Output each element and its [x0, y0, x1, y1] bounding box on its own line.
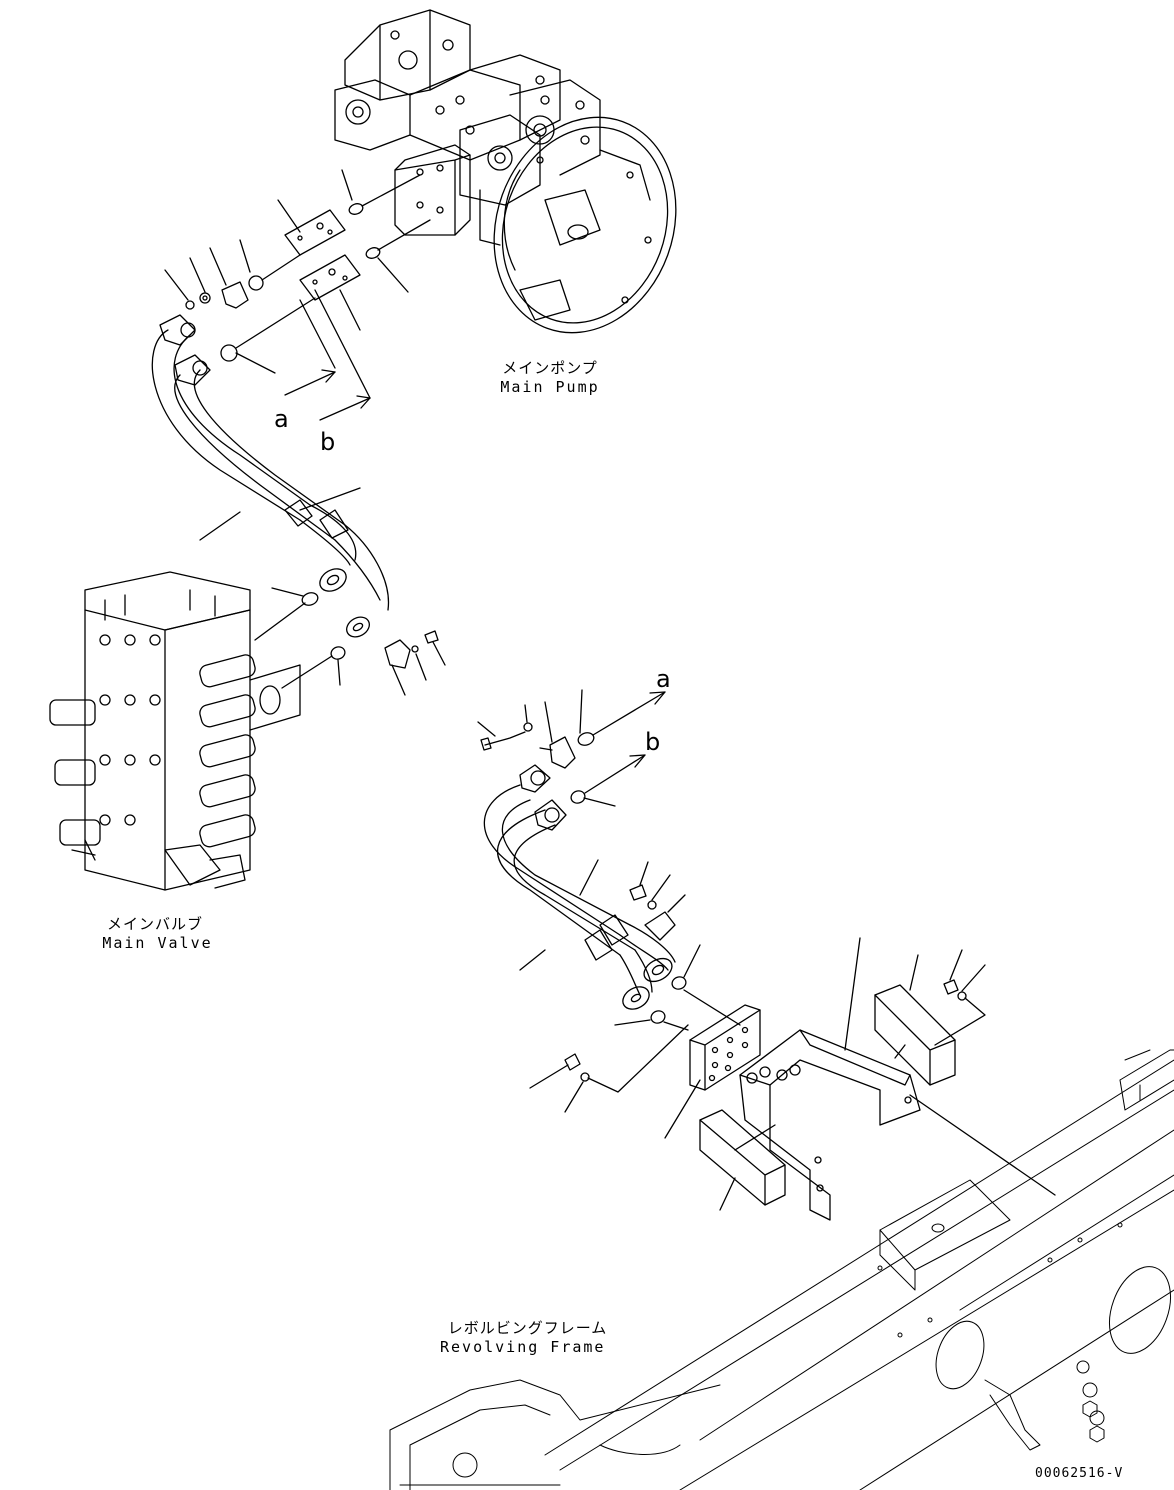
main-pump-drawing	[335, 10, 705, 358]
lower-fittings	[478, 690, 665, 806]
main-pump-label-en: Main Pump	[500, 378, 600, 396]
upper-hose-assembly	[152, 315, 388, 641]
connection-mark-b-upper: b	[320, 428, 336, 456]
pump-seal-parts	[165, 170, 430, 420]
connection-mark-a-upper: a	[274, 405, 289, 433]
connection-mark-b-lower: b	[645, 728, 661, 756]
revolving-frame-label-en: Revolving Frame	[440, 1338, 606, 1356]
valve-seal-parts	[255, 588, 445, 695]
connection-mark-a-lower: a	[656, 665, 671, 693]
lower-bracket-parts	[530, 862, 1055, 1220]
revolving-frame-label-jp: レボルビングフレーム	[447, 1319, 608, 1337]
main-valve-label-jp: メインバルブ	[106, 915, 203, 933]
revolving-frame-drawing	[390, 1050, 1174, 1490]
main-valve-label-en: Main Valve	[102, 934, 213, 952]
drawing-code: 00062516-V	[1035, 1466, 1124, 1481]
lower-hose-assembly	[484, 765, 676, 1014]
main-pump-label-jp: メインポンプ	[502, 359, 598, 377]
main-valve-drawing	[50, 572, 300, 890]
